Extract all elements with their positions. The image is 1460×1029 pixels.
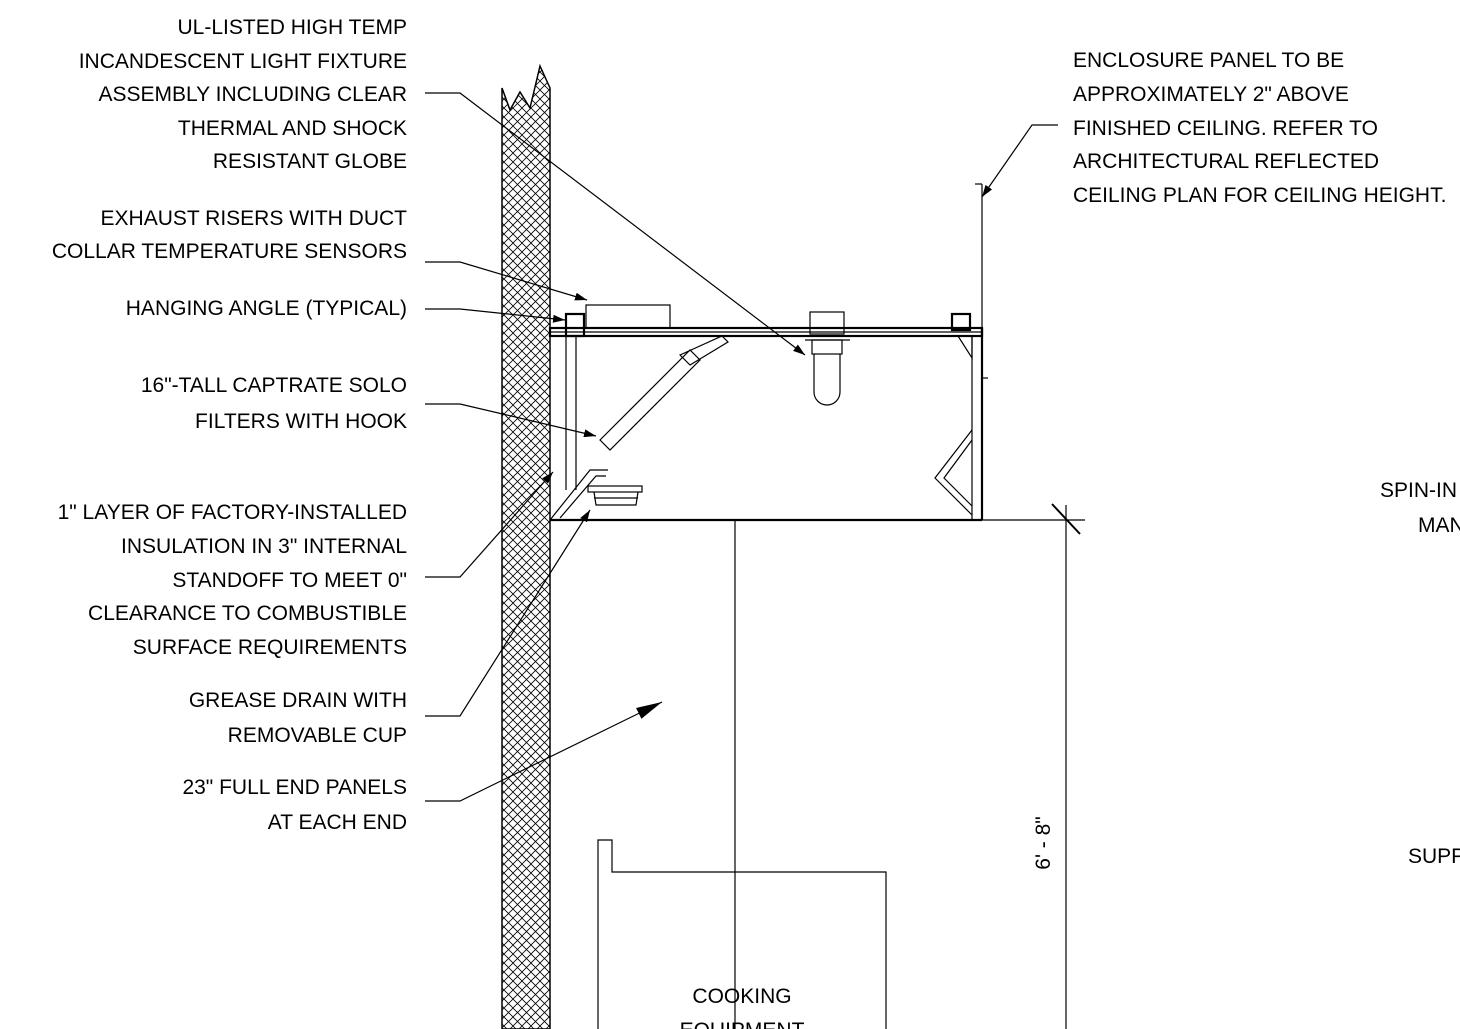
light-fixture [805,311,850,406]
exhaust-riser [585,304,671,329]
clipped-labels: SPIN-IN MAN SUPP [1380,479,1460,868]
callout-insulation-line-4: CLEARANCE TO COMBUSTIBLE [88,602,407,625]
callout-exhaust-risers-line-2: COLLAR TEMPERATURE SENSORS [52,240,407,263]
callout-enclosure-line-4: ARCHITECTURAL REFLECTED [1073,150,1379,173]
dimension-line [982,503,1085,1029]
equipment-label-line-1: COOKING [692,985,791,1008]
hanging-angle-right [950,312,972,332]
callout-insulation-line-5: SURFACE REQUIREMENTS [133,636,407,659]
callout-light-fixture-line-4: THERMAL AND SHOCK [178,117,407,140]
hanging-angle-left [564,312,586,338]
callout-light-fixture-line-5: RESISTANT GLOBE [213,150,407,173]
equipment-label-line-2: EQUIPMENT [680,1019,805,1029]
callout-grease-drain-line-1: GREASE DRAIN WITH [189,689,407,712]
callout-enclosure-line-2: APPROXIMATELY 2" ABOVE [1073,83,1349,106]
callout-insulation-line-3: STANDOFF TO MEET 0" [172,569,407,592]
callout-right: ENCLOSURE PANEL TO BE APPROXIMATELY 2" A… [1073,49,1446,207]
enclosure-panel [975,183,988,379]
callout-enclosure-line-3: FINISHED CEILING. REFER TO [1073,117,1378,140]
callout-insulation-line-2: INSULATION IN 3" INTERNAL [121,535,407,558]
dimension-label: 6' - 8" [1032,816,1055,869]
callout-exhaust-risers-line-1: EXHAUST RISERS WITH DUCT [101,207,408,230]
callout-light-fixture-line-3: ASSEMBLY INCLUDING CLEAR [99,83,407,106]
callout-light-fixture-line-2: INCANDESCENT LIGHT FIXTURE [79,50,407,73]
callouts-left: UL-LISTED HIGH TEMP INCANDESCENT LIGHT F… [52,16,407,834]
callout-filters-line-2: FILTERS WITH HOOK [195,410,407,433]
leader-lines [425,92,1058,802]
label-spin-in: SPIN-IN [1380,479,1457,502]
callout-grease-drain-line-2: REMOVABLE CUP [228,724,407,747]
callout-light-fixture-line-1: UL-LISTED HIGH TEMP [178,16,407,39]
grease-drain [587,485,643,506]
hood-body [548,304,984,522]
wall [501,63,551,1029]
callout-end-panels-line-1: 23" FULL END PANELS [182,776,407,799]
cooking-equipment [597,839,887,1029]
callout-end-panels-line-2: AT EACH END [268,811,407,834]
callout-insulation-line-1: 1" LAYER OF FACTORY-INSTALLED [58,501,407,524]
equipment-label: COOKING EQUIPMENT [680,985,805,1029]
callout-enclosure-line-5: CEILING PLAN FOR CEILING HEIGHT. [1073,184,1446,207]
filter [599,349,701,451]
callout-enclosure-line-1: ENCLOSURE PANEL TO BE [1073,49,1344,72]
label-supply: SUPP [1408,845,1460,868]
callout-filters-line-1: 16"-TALL CAPTRATE SOLO [141,374,407,397]
callout-hanging-angle: HANGING ANGLE (TYPICAL) [126,297,407,320]
label-spin-in-2: MAN [1418,514,1460,537]
